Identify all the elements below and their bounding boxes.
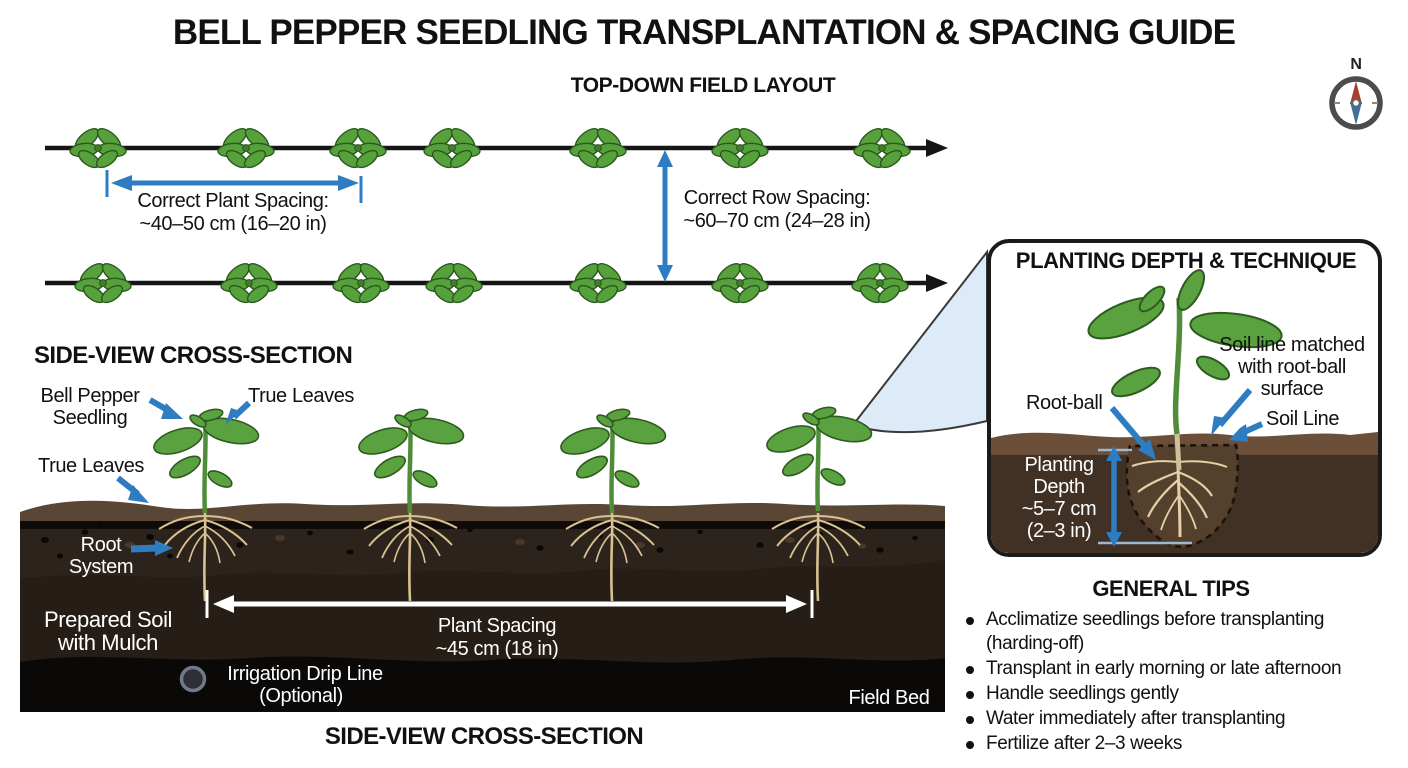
root-system-label-line1: Root xyxy=(80,534,122,556)
panel-heading: PLANTING DEPTH & TECHNIQUE xyxy=(1015,248,1357,273)
drip-line-label-line1: Irrigation Drip Line xyxy=(227,663,383,685)
side-view-caption: SIDE-VIEW CROSS-SECTION xyxy=(324,723,644,750)
prepared-soil-label-line2: with Mulch xyxy=(58,630,158,655)
plant-spacing-arrow xyxy=(105,170,363,203)
tip-item-2: Transplant in early morning or late afte… xyxy=(986,658,1342,679)
drip-line-label-line2: (Optional) xyxy=(259,685,343,707)
seedling-label-line1: Bell Pepper xyxy=(40,385,140,407)
panel-seedling-icon xyxy=(1087,269,1283,435)
root-ball-label: Root-ball xyxy=(1026,392,1103,414)
tip-bullet xyxy=(966,617,974,625)
side-view-heading: SIDE-VIEW CROSS-SECTION xyxy=(34,342,353,369)
compass-north-label: N xyxy=(1350,56,1362,73)
planting-depth-panel xyxy=(987,239,1382,557)
tip-item-4: Water immediately after transplanting xyxy=(986,708,1286,729)
soil-line-label: Soil Line xyxy=(1266,408,1340,430)
seedling-label-line2: Seedling xyxy=(52,407,128,429)
plant-spacing-label-line1: Correct Plant Spacing: xyxy=(137,190,329,212)
field-row-1 xyxy=(45,139,948,157)
top-down-heading: TOP-DOWN FIELD LAYOUT xyxy=(570,74,836,97)
planting-depth-label-line1: Planting xyxy=(1024,454,1094,476)
soil-match-label-line1: Soil line matched xyxy=(1219,334,1365,356)
label-arrows xyxy=(116,397,252,556)
soil-line-arrow xyxy=(1229,421,1264,442)
soil-match-label-line2: with root-ball xyxy=(1238,356,1346,378)
soil-match-arrow xyxy=(1211,388,1253,436)
true-leaves-left-arrow xyxy=(116,475,149,503)
tip-item-1: Acclimatize seedlings before transplanti… xyxy=(986,609,1325,630)
field-bed-label: Field Bed xyxy=(848,687,930,709)
tip-bullet xyxy=(966,741,974,749)
soil-plant-spacing-label-line1: Plant Spacing xyxy=(437,615,557,637)
drip-line-icon xyxy=(179,665,207,693)
planting-depth-label-line3: ~5–7 cm xyxy=(1021,498,1097,520)
root-ball-arrow xyxy=(1109,406,1156,460)
tip-bullet xyxy=(966,666,974,674)
root-ball-roots xyxy=(1131,460,1228,538)
planting-depth-arrow xyxy=(1098,446,1192,547)
root-system-label-line2: System xyxy=(68,556,134,578)
seedling-icons xyxy=(151,405,874,513)
panel-label-arrows xyxy=(1109,388,1264,460)
tip-item-3: Handle seedlings gently xyxy=(986,683,1179,704)
page-title: BELL PEPPER SEEDLING TRANSPLANTATION & S… xyxy=(172,13,1236,52)
planting-depth-label-line2: Depth xyxy=(1033,476,1085,498)
tip-bullet xyxy=(966,716,974,724)
plant-spacing-label-line2: ~40–50 cm (16–20 in) xyxy=(139,213,327,235)
root-ball xyxy=(1125,443,1240,549)
tip-item-5: Fertilize after 2–3 weeks xyxy=(986,733,1182,754)
field-row-2 xyxy=(45,274,948,292)
row-spacing-arrow xyxy=(657,150,673,282)
root-system-arrow xyxy=(130,540,173,556)
compass-icon xyxy=(1329,76,1383,130)
soil-match-label-line3: surface xyxy=(1260,378,1324,400)
true-leaves-left-label: True Leaves xyxy=(38,455,145,477)
row-spacing-label-line2: ~60–70 cm (24–28 in) xyxy=(683,210,871,232)
tips-heading: GENERAL TIPS xyxy=(1092,576,1250,601)
prepared-soil-label-line1: Prepared Soil xyxy=(43,607,173,632)
tip-item-1-cont: (harding-off) xyxy=(986,633,1084,654)
true-leaves-top-arrow xyxy=(225,400,252,426)
soil-plant-spacing-arrow xyxy=(205,590,814,618)
soil-plant-spacing-label-line2: ~45 cm (18 in) xyxy=(435,638,559,660)
true-leaves-top-label: True Leaves xyxy=(248,385,355,407)
tip-bullet xyxy=(966,691,974,699)
planting-depth-label-line4: (2–3 in) xyxy=(1026,520,1092,542)
row-spacing-label-line1: Correct Row Spacing: xyxy=(683,187,871,209)
soil-mottles xyxy=(125,535,866,549)
seedling-label-arrow xyxy=(148,397,183,419)
